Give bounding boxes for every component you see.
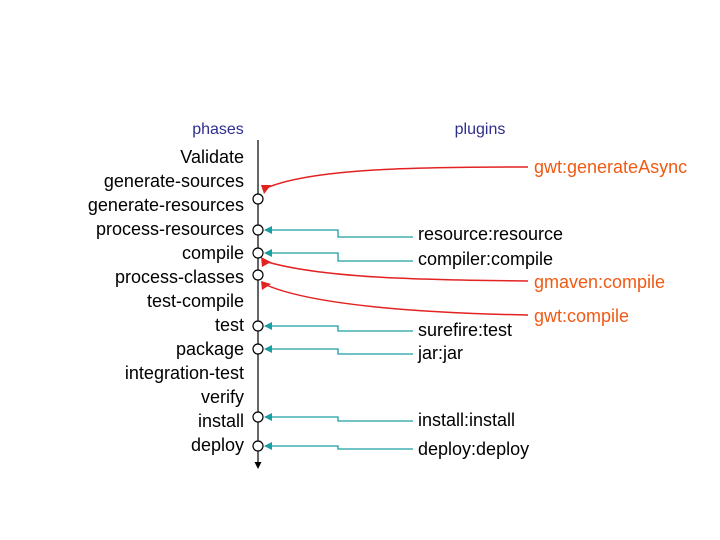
plugin-install: install:install bbox=[418, 410, 515, 430]
binding-arrow-install bbox=[264, 413, 413, 422]
phase-test-compile: test-compile bbox=[147, 291, 244, 311]
node-deploy bbox=[252, 440, 264, 452]
plugin-deploy: deploy:deploy bbox=[418, 439, 529, 459]
node-process-resources bbox=[252, 224, 264, 236]
phase-validate: Validate bbox=[180, 147, 244, 167]
plugin-jar: jar:jar bbox=[417, 343, 463, 363]
plugin-gmaven-compile: gmaven:compile bbox=[534, 272, 665, 292]
node-compile bbox=[252, 247, 264, 259]
phase-process-resources: process-resources bbox=[96, 219, 244, 239]
arrowhead-gmaven bbox=[261, 257, 271, 267]
node-test bbox=[252, 320, 264, 332]
node-generate-resources bbox=[252, 193, 264, 205]
node-install bbox=[252, 411, 264, 423]
binding-arrow-jar bbox=[264, 345, 413, 355]
timeline-arrowhead bbox=[254, 462, 262, 469]
binding-curve-gmaven bbox=[263, 260, 529, 282]
arrowhead-gwt-compile bbox=[261, 281, 271, 290]
phase-nodes bbox=[252, 193, 264, 452]
phase-test: test bbox=[215, 315, 244, 335]
plugin-gwt-generate-async: gwt:generateAsync bbox=[534, 157, 687, 177]
plugin-resource: resource:resource bbox=[418, 224, 563, 244]
binding-curve-gwt-generate-async bbox=[263, 166, 529, 190]
arrowhead-gwt-generate-async bbox=[261, 185, 271, 194]
plugin-compiler: compiler:compile bbox=[418, 249, 553, 269]
phase-generate-sources: generate-sources bbox=[104, 171, 244, 191]
node-package bbox=[252, 343, 264, 355]
plugin-surefire: surefire:test bbox=[418, 320, 512, 340]
node-process-classes bbox=[252, 269, 264, 281]
plugin-gwt-compile: gwt:compile bbox=[534, 306, 629, 326]
phase-compile: compile bbox=[182, 243, 244, 263]
binding-arrow-compiler bbox=[264, 249, 413, 262]
phase-deploy: deploy bbox=[191, 435, 244, 455]
plugins-header: plugins bbox=[455, 121, 506, 138]
phases-header: phases bbox=[192, 121, 244, 138]
phase-verify: verify bbox=[201, 387, 244, 407]
phase-package: package bbox=[176, 339, 244, 359]
phase-install: install bbox=[198, 411, 244, 431]
binding-arrow-surefire bbox=[264, 322, 413, 332]
phase-process-classes: process-classes bbox=[115, 267, 244, 287]
binding-curve-gwt-compile bbox=[263, 283, 529, 316]
phase-integration-test: integration-test bbox=[125, 363, 244, 383]
phase-labels: Validate generate-sources generate-resou… bbox=[88, 147, 244, 455]
phase-generate-resources: generate-resources bbox=[88, 195, 244, 215]
binding-arrow-deploy bbox=[264, 442, 413, 450]
binding-arrow-resource bbox=[264, 226, 413, 238]
